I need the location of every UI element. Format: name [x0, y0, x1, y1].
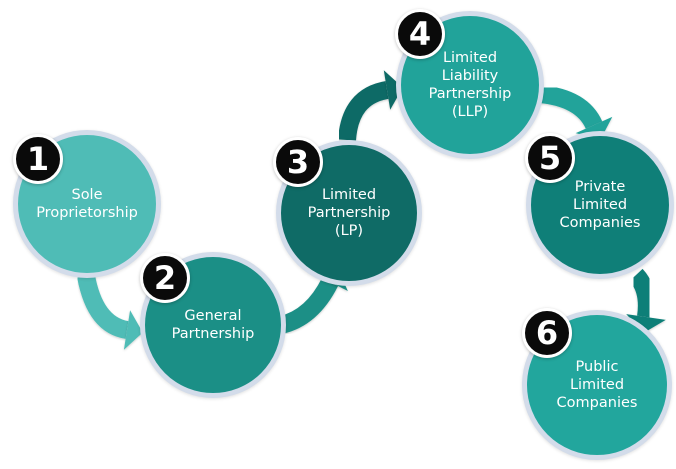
step-1-number-badge: 1 [13, 134, 63, 184]
arrow-head-5-6-icon [626, 314, 666, 333]
connector-arrow-2-3 [278, 277, 339, 334]
arrow-head-3-4-icon [383, 70, 403, 110]
connector-arrow-5-6 [629, 268, 656, 319]
step-2-number-badge: 2 [140, 253, 190, 303]
connector-arrow-1-2 [77, 274, 130, 339]
step-6-number-badge: 6 [522, 308, 572, 358]
connector-arrow-4-5 [538, 85, 603, 130]
step-5-number-badge: 5 [525, 133, 575, 183]
step-4-number-badge: 4 [395, 9, 445, 59]
connector-arrow-3-4 [338, 81, 389, 141]
arrow-head-1-2-icon [123, 310, 143, 350]
step-3-number-badge: 3 [273, 137, 323, 187]
